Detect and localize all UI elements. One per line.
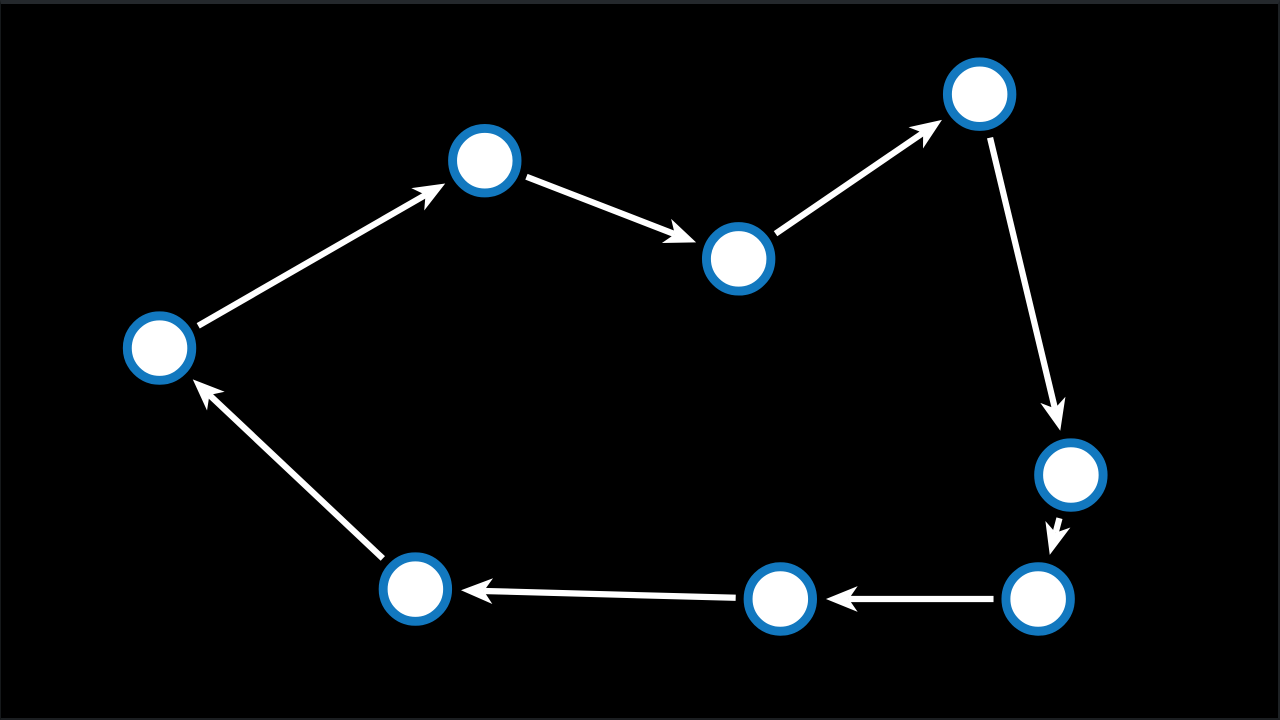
- graph-node: [1001, 562, 1075, 636]
- edge-line: [987, 136, 1058, 410]
- graph-node: [942, 57, 1017, 131]
- graph-edge: [525, 173, 697, 243]
- graph-edge: [825, 586, 994, 612]
- arrowhead-icon: [908, 119, 942, 149]
- edge-line: [207, 392, 385, 561]
- edge-line: [773, 130, 925, 237]
- graph-edge: [192, 379, 385, 561]
- edge-line: [1052, 517, 1063, 534]
- arrowhead-icon: [1045, 520, 1071, 555]
- graph-edge: [461, 578, 736, 605]
- graph-node: [122, 311, 197, 385]
- edge-line: [483, 587, 736, 601]
- graph-edge: [987, 136, 1066, 431]
- arrowhead-icon: [1040, 396, 1066, 431]
- edge-line: [525, 173, 676, 238]
- graph-node: [448, 123, 522, 198]
- arrowhead-icon: [192, 379, 225, 411]
- graph-node: [1034, 438, 1108, 512]
- arrowhead-icon: [661, 218, 697, 243]
- graph-canvas: [122, 57, 1108, 636]
- graph-node: [378, 552, 453, 626]
- graph-node: [743, 562, 818, 636]
- graph-edge: [773, 119, 942, 237]
- arrowhead-icon: [825, 586, 858, 612]
- arrowhead-icon: [461, 578, 494, 605]
- arrowhead-icon: [411, 183, 446, 211]
- graph-edge: [1045, 517, 1071, 555]
- graph-node: [701, 222, 776, 296]
- graph-edge: [196, 183, 446, 329]
- edge-line: [196, 192, 428, 329]
